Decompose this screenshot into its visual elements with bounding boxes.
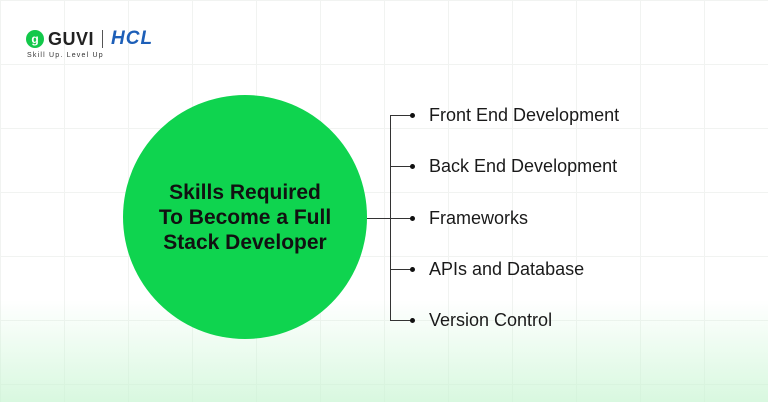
logo-divider bbox=[102, 30, 104, 48]
connector-branch bbox=[390, 166, 412, 167]
bullet-dot bbox=[410, 267, 415, 272]
tagline: Skill Up. Level Up bbox=[27, 52, 104, 59]
skill-item: Front End Development bbox=[429, 105, 620, 125]
bullet-dot bbox=[410, 318, 415, 323]
skill-item: Back End Development bbox=[429, 156, 618, 176]
logo: g GUVI HCL bbox=[26, 28, 153, 50]
skill-item: Frameworks bbox=[429, 208, 529, 228]
skill-item: APIs and Database bbox=[429, 259, 585, 279]
connector-branch bbox=[390, 320, 412, 321]
center-circle: Skills Required To Become a Full Stack D… bbox=[123, 95, 367, 339]
guvi-logo-icon: g bbox=[26, 30, 44, 48]
bullet-dot bbox=[410, 164, 415, 169]
center-title: Skills Required To Become a Full Stack D… bbox=[158, 180, 332, 254]
connector-main bbox=[367, 218, 390, 219]
bullet-dot bbox=[410, 113, 415, 118]
connector-branch bbox=[390, 218, 412, 219]
bullet-dot bbox=[410, 216, 415, 221]
guvi-logo-text: GUVI bbox=[48, 28, 95, 49]
hcl-logo-text: HCL bbox=[111, 28, 154, 49]
skill-item: Version Control bbox=[429, 310, 553, 330]
connector-branch bbox=[390, 115, 412, 116]
connector-branch bbox=[390, 269, 412, 270]
